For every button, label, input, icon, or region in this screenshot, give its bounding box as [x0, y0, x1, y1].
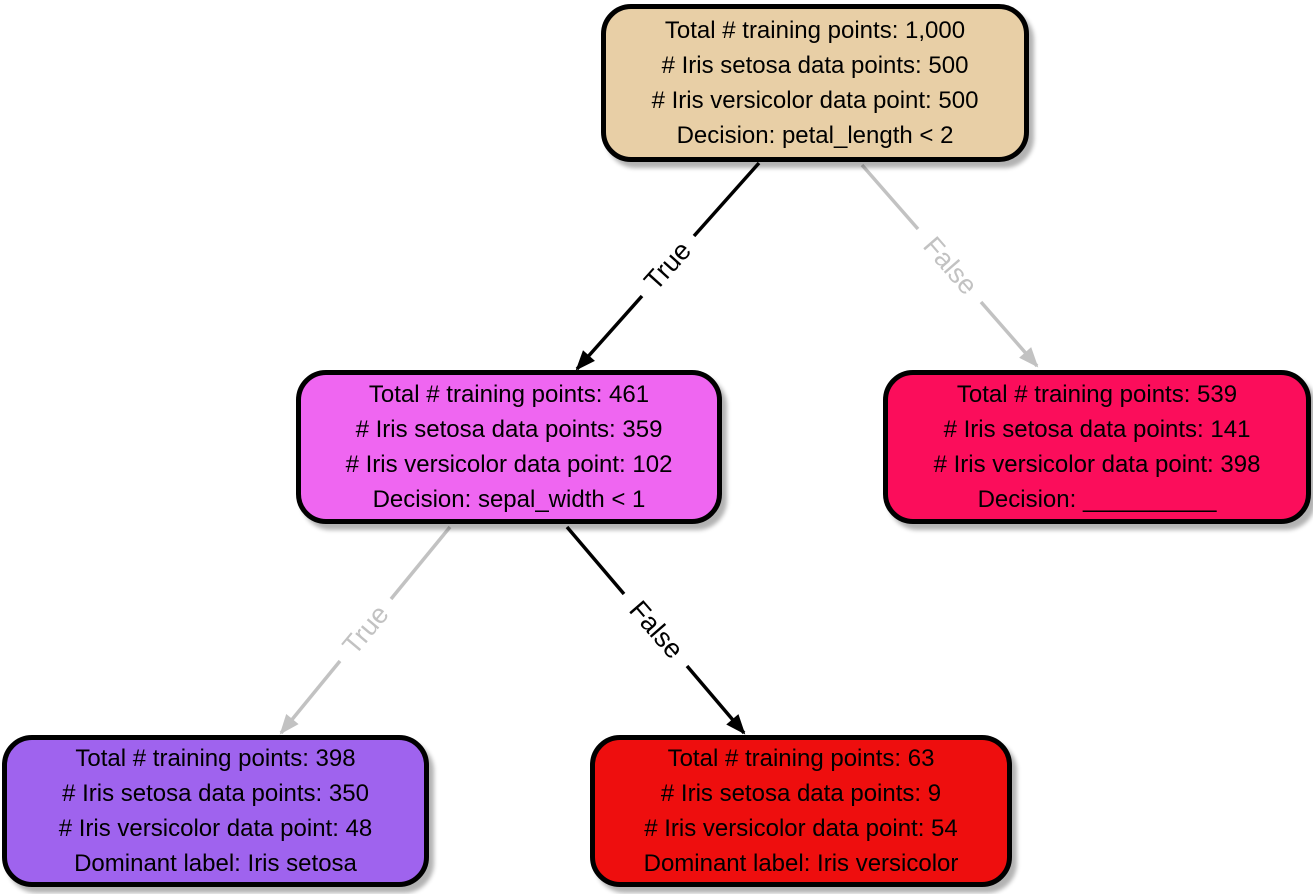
node-line: Total # training points: 63: [667, 745, 935, 772]
node-line: Dominant label: Iris setosa: [74, 850, 357, 877]
node-line: # Iris setosa data points: 350: [62, 780, 369, 807]
tree-node-right-child: Total # training points: 539 # Iris seto…: [883, 370, 1311, 524]
node-line: # Iris setosa data points: 9: [660, 780, 942, 807]
node-line: # Iris versicolor data point: 48: [58, 815, 373, 842]
node-line: # Iris setosa data points: 359: [355, 416, 663, 443]
node-line: Decision: __________: [977, 486, 1217, 513]
node-line: Total # training points: 539: [956, 381, 1238, 408]
node-line: # Iris setosa data points: 500: [661, 52, 969, 79]
node-line: # Iris setosa data points: 141: [943, 416, 1251, 443]
tree-node-root: Total # training points: 1,000 # Iris se…: [601, 4, 1029, 162]
edge-root-to-right: [860, 163, 1039, 368]
edge-left-to-leftleaf: [279, 525, 452, 735]
node-line: Total # training points: 1,000: [664, 17, 966, 44]
node-line: Decision: petal_length < 2: [676, 122, 954, 149]
node-line: # Iris versicolor data point: 54: [644, 815, 958, 842]
edge-left-to-rightleaf: [565, 525, 746, 735]
node-line: Decision: sepal_width < 1: [372, 486, 646, 513]
node-line: # Iris versicolor data point: 102: [345, 451, 673, 478]
node-line: Dominant label: Iris versicolor: [643, 850, 959, 877]
node-line: Total # training points: 461: [368, 381, 650, 408]
node-line: Total # training points: 398: [75, 745, 356, 772]
tree-node-leaf-setosa: Total # training points: 398 # Iris seto…: [2, 735, 429, 887]
tree-node-left-child: Total # training points: 461 # Iris seto…: [296, 370, 722, 524]
edge-root-to-left: [575, 161, 761, 371]
tree-node-leaf-versicolor: Total # training points: 63 # Iris setos…: [590, 735, 1012, 887]
node-line: # Iris versicolor data point: 398: [933, 451, 1261, 478]
node-line: # Iris versicolor data point: 500: [651, 87, 979, 114]
